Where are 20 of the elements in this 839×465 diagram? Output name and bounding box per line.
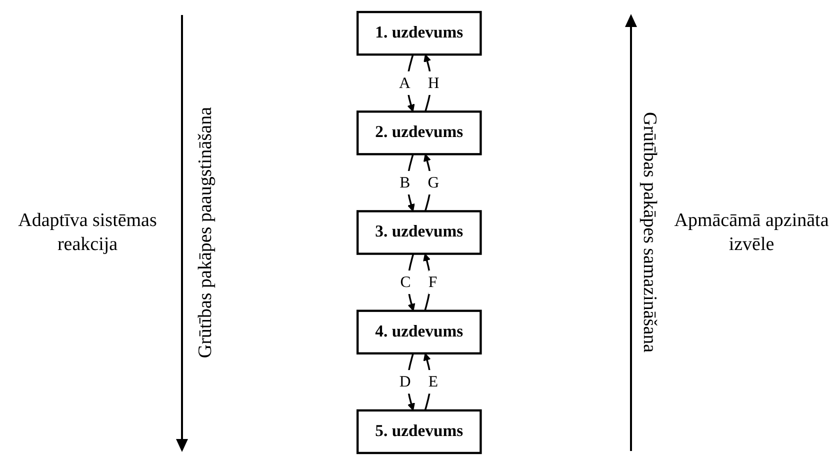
edge-label: A	[399, 74, 411, 92]
edge-label: B	[400, 173, 410, 192]
arrow	[407, 254, 416, 312]
edge-label: H	[428, 74, 440, 92]
arrow	[406, 54, 416, 112]
edge-label: G	[428, 173, 440, 192]
node-box: 5. uzdevums	[356, 409, 482, 454]
axis-caption: Grūtības pakāpes samazināšana	[638, 112, 660, 353]
edge-label: F	[428, 273, 438, 291]
arrow	[424, 154, 432, 212]
axis-caption: Grūtības pakāpes paaugstināšana	[195, 106, 217, 358]
edge-label: D	[400, 372, 412, 390]
edge-label: C	[400, 273, 412, 291]
node-box: 1. uzdevums	[356, 10, 482, 56]
side-note: Apmācāmā apzināta izvēle	[673, 208, 830, 256]
node-box: 2. uzdevums	[356, 110, 482, 156]
side-note: Adaptīva sistēmas reakcija	[17, 208, 158, 256]
edge-label: E	[428, 372, 438, 390]
node-box: 3. uzdevums	[356, 210, 482, 255]
node-box: 4. uzdevums	[356, 310, 482, 354]
